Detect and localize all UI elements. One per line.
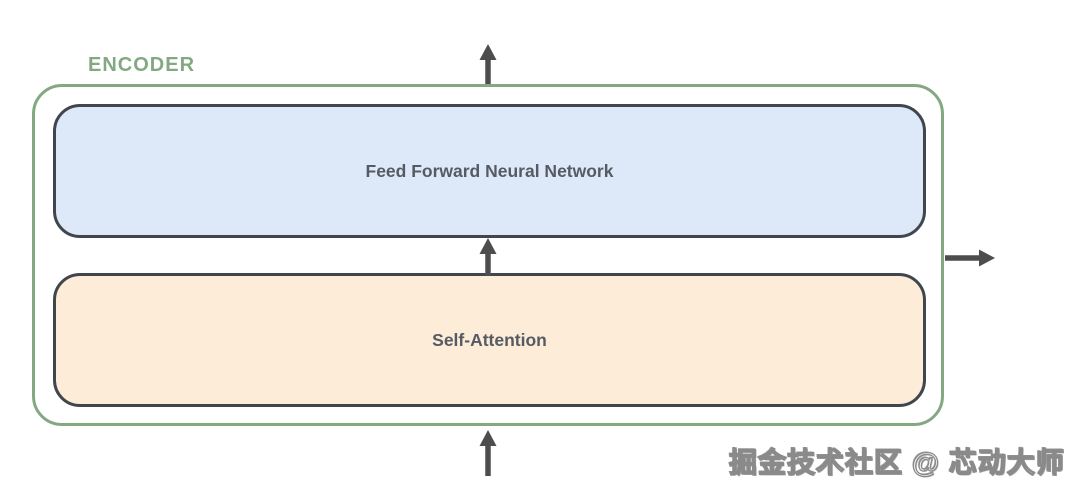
internal-arrow-up-icon: [477, 238, 499, 276]
self-attention-label: Self-Attention: [432, 329, 547, 350]
self-attention-block: Self-Attention: [53, 273, 926, 407]
output-arrow-right-icon: [945, 247, 995, 269]
encoder-label: ENCODER: [88, 54, 196, 76]
watermark-text: 掘金技术社区 @ 芯动大师: [728, 446, 1065, 478]
output-arrow-up-icon: [477, 44, 499, 84]
feed-forward-block: Feed Forward Neural Network: [53, 104, 926, 238]
input-arrow-up-icon: [477, 430, 499, 476]
feed-forward-label: Feed Forward Neural Network: [365, 160, 614, 181]
